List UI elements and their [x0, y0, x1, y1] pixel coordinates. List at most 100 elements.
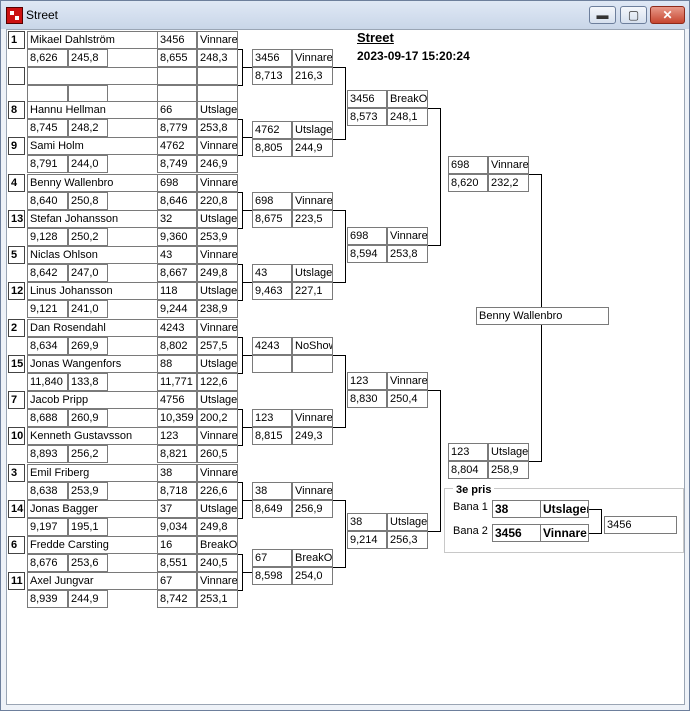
opponent-number[interactable]: 4762 — [157, 137, 197, 155]
driver-name[interactable]: Jonas Bagger — [27, 500, 158, 518]
maximize-button[interactable]: ▢ — [620, 6, 647, 24]
opponent-speed[interactable]: 253,8 — [197, 119, 238, 137]
opponent-result[interactable]: Utslagen — [197, 210, 238, 228]
opponent-speed[interactable]: 257,5 — [197, 337, 238, 355]
driver-name[interactable]: Mikael Dahlström — [27, 31, 158, 49]
lane-1-result[interactable]: Utslagen — [540, 500, 589, 518]
driver-time[interactable]: 9,128 — [27, 228, 68, 246]
round3-entry-number[interactable]: 38 — [347, 513, 387, 531]
driver-speed[interactable]: 244,9 — [68, 590, 108, 608]
round4-entry-time[interactable]: 8,804 — [448, 461, 488, 479]
round3-entry-speed[interactable]: 248,1 — [387, 108, 428, 126]
round2-entry-result[interactable]: Vinnare — [292, 409, 333, 427]
round3-entry-result[interactable]: Utslagen — [387, 513, 428, 531]
opponent-time[interactable]: 9,034 — [157, 518, 197, 536]
opponent-speed[interactable]: 248,3 — [197, 49, 238, 67]
opponent-number[interactable]: 3456 — [157, 31, 197, 49]
round3-entry-number[interactable]: 698 — [347, 227, 387, 245]
opponent-speed[interactable]: 122,6 — [197, 373, 238, 391]
opponent-time[interactable]: 9,244 — [157, 300, 197, 318]
driver-name[interactable]: Hannu Hellman — [27, 101, 158, 119]
driver-name[interactable]: Benny Wallenbro — [27, 174, 158, 192]
round2-entry-number[interactable]: 67 — [252, 549, 292, 567]
opponent-result[interactable]: Utslagen — [197, 500, 238, 518]
driver-speed[interactable]: 195,1 — [68, 518, 108, 536]
driver-name[interactable]: Fredde Carsting — [27, 536, 158, 554]
opponent-time[interactable]: 11,771 — [157, 373, 197, 391]
opponent-number[interactable]: 38 — [157, 464, 197, 482]
round2-entry-number[interactable]: 38 — [252, 482, 292, 500]
opponent-speed[interactable]: 253,9 — [197, 228, 238, 246]
third-place-winner[interactable]: 3456 — [604, 516, 677, 534]
opponent-number[interactable]: 16 — [157, 536, 197, 554]
opponent-time[interactable]: 9,360 — [157, 228, 197, 246]
round3-entry-result[interactable]: Vinnare — [387, 227, 428, 245]
opponent-speed[interactable]: 253,1 — [197, 590, 238, 608]
opponent-number[interactable]: 32 — [157, 210, 197, 228]
opponent-number[interactable]: 37 — [157, 500, 197, 518]
round3-entry-result[interactable]: Vinnare — [387, 372, 428, 390]
opponent-time[interactable]: 10,359 — [157, 409, 197, 427]
driver-time[interactable]: 8,745 — [27, 119, 68, 137]
round3-entry-result[interactable]: BreakOut — [387, 90, 428, 108]
title-bar[interactable]: Street ▬ ▢ ✕ — [1, 1, 689, 29]
opponent-number[interactable]: 4243 — [157, 319, 197, 337]
round2-entry-number[interactable]: 4762 — [252, 121, 292, 139]
opponent-speed[interactable]: 249,8 — [197, 518, 238, 536]
round2-entry-number[interactable]: 4243 — [252, 337, 292, 355]
opponent-number[interactable]: 43 — [157, 246, 197, 264]
opponent-time[interactable]: 8,742 — [157, 590, 197, 608]
opponent-speed[interactable]: 238,9 — [197, 300, 238, 318]
round4-entry-number[interactable]: 123 — [448, 443, 488, 461]
opponent-time[interactable]: 8,646 — [157, 192, 197, 210]
round3-entry-number[interactable]: 123 — [347, 372, 387, 390]
round2-entry-number[interactable]: 43 — [252, 264, 292, 282]
driver-name[interactable]: Sami Holm — [27, 137, 158, 155]
lane-2-number[interactable]: 3456 — [492, 524, 541, 542]
driver-name[interactable]: Kenneth Gustavsson — [27, 427, 158, 445]
round2-entry-number[interactable]: 698 — [252, 192, 292, 210]
opponent-speed[interactable]: 246,9 — [197, 155, 238, 173]
opponent-result[interactable]: BreakOut — [197, 536, 238, 554]
round3-entry-number[interactable]: 3456 — [347, 90, 387, 108]
driver-speed[interactable]: 247,0 — [68, 264, 108, 282]
driver-speed[interactable]: 245,8 — [68, 49, 108, 67]
minimize-button[interactable]: ▬ — [589, 6, 616, 24]
driver-name[interactable]: Jacob Pripp — [27, 391, 158, 409]
driver-time[interactable]: 9,197 — [27, 518, 68, 536]
driver-time[interactable]: 8,640 — [27, 192, 68, 210]
opponent-time[interactable]: 8,667 — [157, 264, 197, 282]
opponent-result[interactable]: Vinnare — [197, 246, 238, 264]
opponent-speed[interactable]: 249,8 — [197, 264, 238, 282]
driver-time[interactable]: 8,676 — [27, 554, 68, 572]
opponent-number[interactable]: 88 — [157, 355, 197, 373]
opponent-number[interactable]: 123 — [157, 427, 197, 445]
round2-entry-number[interactable]: 3456 — [252, 49, 292, 67]
driver-time[interactable]: 8,642 — [27, 264, 68, 282]
driver-speed[interactable]: 244,0 — [68, 155, 108, 173]
round2-entry-speed[interactable]: 227,1 — [292, 282, 333, 300]
driver-name[interactable]: Dan Rosendahl — [27, 319, 158, 337]
round2-entry-speed[interactable]: 254,0 — [292, 567, 333, 585]
round3-entry-time[interactable]: 8,830 — [347, 390, 387, 408]
round2-entry-speed[interactable]: 244,9 — [292, 139, 333, 157]
opponent-result[interactable]: Vinnare — [197, 464, 238, 482]
driver-time[interactable]: 8,634 — [27, 337, 68, 355]
round3-entry-time[interactable]: 9,214 — [347, 531, 387, 549]
driver-speed[interactable]: 241,0 — [68, 300, 108, 318]
opponent-number[interactable]: 698 — [157, 174, 197, 192]
round2-entry-time[interactable] — [252, 355, 292, 373]
lane-1-number[interactable]: 38 — [492, 500, 541, 518]
opponent-time[interactable]: 8,821 — [157, 445, 197, 463]
driver-speed[interactable]: 260,9 — [68, 409, 108, 427]
opponent-number[interactable] — [157, 67, 197, 85]
round2-entry-speed[interactable] — [292, 355, 333, 373]
opponent-result[interactable]: Utslagen — [197, 282, 238, 300]
opponent-speed[interactable]: 260,5 — [197, 445, 238, 463]
opponent-result[interactable]: Vinnare — [197, 137, 238, 155]
round3-entry-time[interactable]: 8,573 — [347, 108, 387, 126]
driver-speed[interactable]: 250,2 — [68, 228, 108, 246]
opponent-number[interactable]: 118 — [157, 282, 197, 300]
round2-entry-speed[interactable]: 249,3 — [292, 427, 333, 445]
round2-entry-speed[interactable]: 223,5 — [292, 210, 333, 228]
